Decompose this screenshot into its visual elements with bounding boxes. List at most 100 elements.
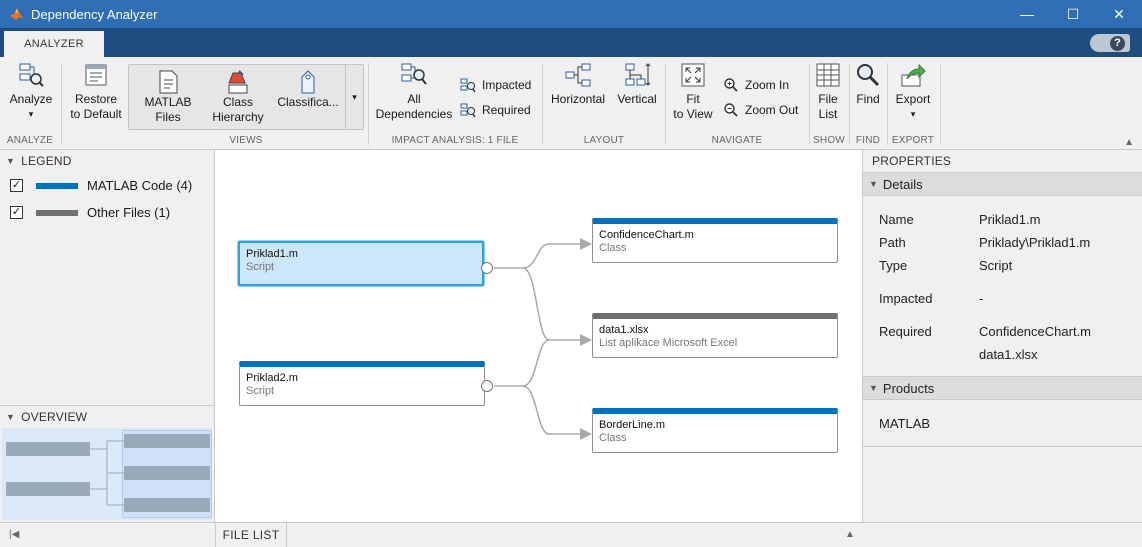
properties-panel: PROPERTIES ▼ Details Name Priklad1.m Pat… [862, 150, 1142, 522]
legend-item-other-files: ✓ Other Files (1) [0, 199, 214, 226]
overview-header[interactable]: ▼ OVERVIEW [0, 405, 214, 427]
divider [863, 446, 1142, 447]
impacted-button[interactable]: Impacted [460, 77, 531, 93]
legend-header[interactable]: ▼ LEGEND [0, 150, 214, 172]
prop-key: Name [879, 212, 914, 227]
prop-key: Required [879, 324, 932, 339]
all-dependencies-label-1: All [407, 92, 421, 106]
views-gallery: MATLAB Files Class Hierarchy Classifica.… [128, 64, 364, 130]
graph-node-borderline[interactable]: BorderLine.m Class [592, 408, 838, 453]
impacted-icon [460, 78, 476, 93]
expand-file-list-icon[interactable]: ▲ [845, 529, 855, 540]
dependency-graph-canvas[interactable]: Priklad1.m Script Priklad2.m Script Conf… [215, 150, 862, 522]
collapse-toolstrip-icon[interactable]: ▲ [1124, 137, 1134, 148]
fit-to-view-icon [681, 63, 705, 87]
view-class-hierarchy-button[interactable]: Class Hierarchy [203, 69, 273, 125]
legend-checkbox[interactable]: ✓ [10, 179, 23, 192]
left-panel: ▼ LEGEND ✓ MATLAB Code (4) ✓ Other Files… [0, 150, 215, 522]
view-matlab-files-label-2: Files [155, 110, 181, 124]
help-icon: ? [1110, 35, 1125, 51]
graph-node-priklad1[interactable]: Priklad1.m Script [238, 241, 484, 286]
fit-to-view-button[interactable]: Fit to View [670, 61, 716, 122]
view-classification-button[interactable]: Classifica... [273, 69, 343, 110]
file-list-label-1: File [818, 92, 838, 106]
view-class-hierarchy-label-1: Class [222, 95, 253, 109]
find-label: Find [856, 92, 880, 106]
section-views: VIEWS [229, 135, 263, 146]
overview-node [6, 442, 90, 456]
zoom-in-button[interactable]: Zoom In [723, 77, 789, 93]
fit-label-2: to View [673, 107, 713, 121]
restore-layout-icon [85, 64, 107, 86]
required-label: Required [482, 103, 531, 117]
file-list-button[interactable]: File List [812, 61, 844, 122]
layout-vertical-button[interactable]: Vertical [614, 61, 660, 107]
graph-node-confidencechart[interactable]: ConfidenceChart.m Class [592, 218, 838, 263]
node-name: data1.xlsx [599, 324, 649, 336]
minimize-icon: — [1020, 6, 1034, 22]
analyze-icon [19, 63, 44, 87]
find-button[interactable]: Find [853, 61, 883, 107]
legend-checkbox[interactable]: ✓ [10, 206, 23, 219]
product-item: MATLAB [879, 416, 931, 431]
export-icon [901, 63, 926, 87]
title-bar: Dependency Analyzer — ☐ ✕ [0, 0, 1142, 28]
collapse-triangle-icon: ▼ [6, 411, 16, 422]
views-gallery-dropdown[interactable]: ▾ [345, 65, 363, 129]
details-section-header[interactable]: ▼ Details [863, 172, 1142, 196]
section-show: SHOW [813, 135, 845, 146]
help-button[interactable]: ? [1090, 34, 1130, 52]
export-dropdown-icon: ▾ [910, 109, 916, 119]
tab-analyzer[interactable]: ANALYZER [4, 31, 104, 57]
close-button[interactable]: ✕ [1096, 0, 1142, 28]
minimize-button[interactable]: — [1004, 0, 1050, 28]
section-layout: LAYOUT [583, 135, 625, 146]
separator [887, 63, 888, 145]
node-type: Class [599, 432, 627, 444]
close-icon: ✕ [1113, 5, 1125, 22]
export-button[interactable]: Export ▾ [891, 61, 935, 122]
separator [665, 63, 666, 145]
vertical-layout-icon [625, 63, 651, 86]
maximize-button[interactable]: ☐ [1050, 0, 1096, 28]
view-matlab-files-label-1: MATLAB [144, 95, 192, 109]
prop-value: Priklady\Priklad1.m [979, 235, 1091, 250]
node-name: BorderLine.m [599, 419, 666, 431]
layout-horizontal-button[interactable]: Horizontal [548, 61, 608, 107]
separator [368, 63, 369, 145]
class-hierarchy-icon [228, 70, 248, 94]
collapse-triangle-icon: ▼ [869, 383, 878, 393]
products-section-header[interactable]: ▼ Products [863, 376, 1142, 400]
prop-value: ConfidenceChart.m [979, 324, 1091, 339]
zoom-out-label: Zoom Out [745, 103, 799, 117]
analyze-dropdown-icon: ▾ [28, 109, 34, 119]
bottom-bar: |◀ FILE LIST ▲ [0, 522, 1142, 547]
section-analyze: ANALYZE [6, 135, 54, 146]
all-dependencies-button[interactable]: All Dependencies [373, 61, 455, 122]
node-port[interactable] [481, 262, 493, 274]
view-classification-label: Classifica... [277, 95, 339, 109]
details-title: Details [882, 176, 923, 192]
required-button[interactable]: Required [460, 102, 531, 118]
restore-to-default-button[interactable]: Restore to Default [66, 61, 126, 122]
overview-canvas[interactable] [2, 428, 212, 520]
graph-node-priklad2[interactable]: Priklad2.m Script [239, 361, 485, 406]
prop-value: data1.xlsx [979, 347, 1038, 362]
collapse-left-icon[interactable]: |◀ [9, 529, 20, 540]
overview-title: OVERVIEW [21, 409, 88, 424]
required-icon [460, 103, 476, 118]
graph-node-data1-xlsx[interactable]: data1.xlsx List aplikace Microsoft Excel [592, 313, 838, 358]
node-type: Script [246, 261, 275, 273]
file-list-label-2: List [818, 107, 838, 121]
search-icon [857, 64, 880, 87]
separator [849, 63, 850, 145]
node-type: List aplikace Microsoft Excel [599, 337, 738, 349]
prop-key: Impacted [879, 291, 933, 306]
zoom-out-button[interactable]: Zoom Out [723, 102, 798, 118]
view-matlab-files-button[interactable]: MATLAB Files [133, 69, 203, 125]
file-list-tab[interactable]: FILE LIST [215, 523, 287, 547]
analyze-button[interactable]: Analyze ▾ [8, 61, 54, 122]
matlab-logo-icon [10, 8, 24, 20]
node-port[interactable] [481, 380, 493, 392]
prop-value: Priklad1.m [979, 212, 1041, 227]
